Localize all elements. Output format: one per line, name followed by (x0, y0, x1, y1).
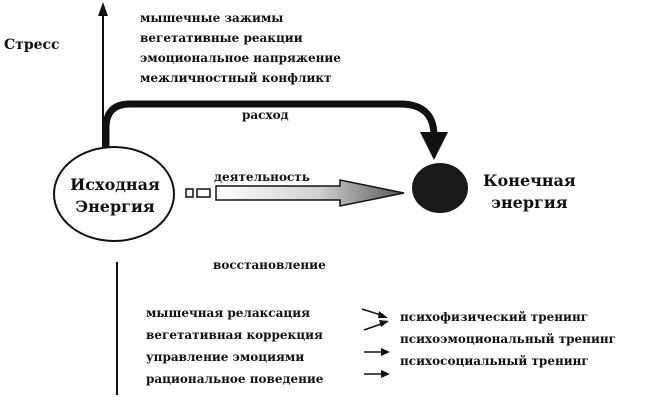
stress-factor-item: мышечные зажимы (140, 11, 284, 25)
initial-energy-label: Исходная Энергия (58, 174, 172, 218)
final-energy-line2: энергия (491, 193, 568, 212)
training-item: психоэмоциональный тренинг (400, 332, 616, 346)
expense-arrow-head (420, 132, 448, 160)
recovery-method-item: управление эмоциями (146, 350, 305, 364)
stress-factor-item: вегетативные реакции (140, 31, 303, 45)
final-energy-label: Конечная энергия (483, 170, 576, 214)
arrow-relaxation-head (378, 311, 388, 318)
final-energy-line1: Конечная (483, 171, 576, 190)
expense-label: расход (242, 108, 289, 122)
activity-square-2 (196, 188, 211, 198)
recovery-label: восстановление (213, 258, 326, 272)
recovery-method-item: рациональное поведение (146, 372, 324, 386)
training-item: психофизический тренинг (400, 310, 589, 324)
stress-label: Стресс (4, 37, 60, 53)
activity-arrow (215, 179, 405, 207)
training-item: психосоциальный тренинг (400, 354, 589, 368)
arrow-emotions-head (381, 348, 390, 356)
initial-energy-line1: Исходная (70, 175, 160, 194)
final-energy-blob (412, 163, 468, 213)
activity-label: деятельность (214, 170, 310, 184)
recovery-method-item: вегетативная коррекция (146, 328, 323, 342)
initial-energy-circle (53, 146, 175, 242)
activity-square-1 (185, 188, 194, 198)
stress-axis-arrowhead (98, 2, 108, 16)
arrow-rational-head (381, 370, 390, 378)
trainings-list: психофизический тренинг психоэмоциональн… (400, 306, 616, 372)
expense-arrow (102, 100, 438, 152)
stress-factor-item: эмоциональное напряжение (140, 51, 341, 65)
recovery-method-item: мышечная релаксация (146, 306, 311, 320)
stress-factors-list: мышечные зажимы вегетативные реакции эмо… (140, 8, 341, 88)
arrow-vegetative-head (379, 320, 389, 327)
stress-factor-item: межличностный конфликт (140, 71, 332, 85)
recovery-methods-list: мышечная релаксация вегетативная коррекц… (146, 302, 323, 390)
initial-energy-line2: Энергия (75, 197, 155, 216)
